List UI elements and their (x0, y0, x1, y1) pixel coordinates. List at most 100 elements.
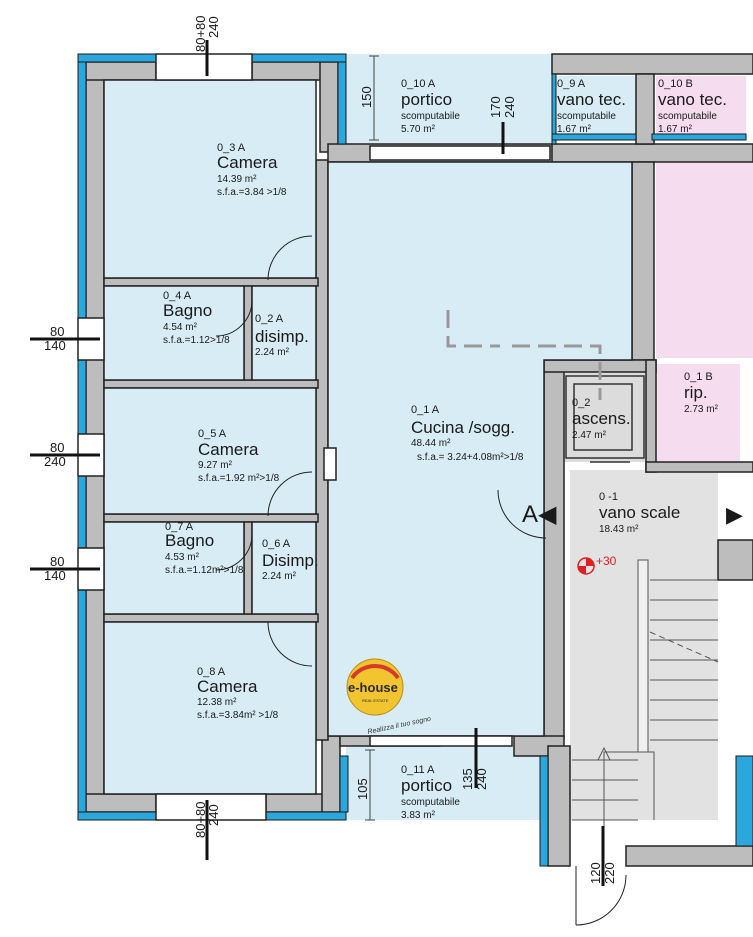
dim-win3-2: 140 (44, 568, 66, 583)
svg-text:4.53 m²: 4.53 m² (165, 552, 200, 563)
label-0_6A: 0_6 A Disimp. 2.24 m² (262, 538, 319, 582)
storage-fill (656, 364, 740, 462)
svg-text:9.27 m²: 9.27 m² (198, 460, 233, 471)
room-0_2A (251, 285, 317, 381)
svg-text:0_1 B: 0_1 B (684, 371, 713, 383)
svg-text:scomputabile: scomputabile (401, 111, 460, 122)
svg-text:2.24 m²: 2.24 m² (255, 347, 290, 358)
insul-stair-e (735, 755, 753, 847)
svg-text:2.24 m²: 2.24 m² (262, 571, 297, 582)
outer-wall-south-west (85, 793, 157, 813)
label-0_4A: 0_4 A Bagno 4.54 m² s.f.a.=1.12>1/8 (163, 290, 230, 346)
label-0_3A: 0_3 A Camera 14.39 m² s.f.a.=3.84 >1/8 (217, 142, 287, 198)
insul-south-pier (339, 755, 349, 813)
pink-unit-fill (656, 162, 753, 358)
wall-lift-east (645, 359, 657, 473)
wall-stair-west (547, 745, 571, 867)
wall-north-east-pier (319, 61, 339, 153)
label-0_2A: 0_2 A disimp. 2.24 m² (255, 313, 309, 358)
svg-text:5.70 m²: 5.70 m² (401, 124, 436, 135)
svg-text:s.f.a.= 3.24+4.08m²>1/8: s.f.a.= 3.24+4.08m²>1/8 (417, 452, 524, 463)
door-swing-0_8A (267, 621, 313, 667)
insul-south-m (265, 811, 347, 821)
svg-text:Cucina /sogg.: Cucina /sogg. (411, 418, 515, 437)
svg-text:1.67 m²: 1.67 m² (557, 124, 592, 135)
logo-circle (346, 658, 404, 716)
svg-text:disimp.: disimp. (255, 327, 309, 346)
label-0_8A: 0_8 A Camera 12.38 m² s.f.a.=3.84m² >1/8 (197, 666, 279, 721)
svg-text:4.54 m²: 4.54 m² (163, 322, 198, 333)
svg-text:2.47 m²: 2.47 m² (572, 430, 607, 441)
wall-lift-west (543, 359, 565, 739)
level-marker: +30 (577, 554, 617, 575)
wall-north-east (551, 143, 753, 163)
svg-text:1.67 m²: 1.67 m² (658, 124, 693, 135)
insul-north-m (251, 53, 347, 63)
door-swing-0_3A (267, 235, 313, 281)
dim-porch-top-door-1: 170 (488, 96, 503, 118)
window-north (155, 53, 253, 81)
svg-text:0_1 A: 0_1 A (411, 404, 440, 416)
partition-4a-5a (103, 379, 319, 389)
dim-porch-bottom-door-2: 240 (474, 768, 489, 790)
svg-text:s.f.a.=3.84m² >1/8: s.f.a.=3.84m² >1/8 (197, 710, 279, 721)
lift-inner (573, 383, 633, 451)
wall-tech-top (551, 53, 753, 75)
label-0_10A: 0_10 A portico scomputabile 5.70 m² (401, 78, 460, 135)
partition-5a-7a (103, 513, 319, 523)
svg-text:vano scale: vano scale (599, 503, 680, 522)
door-swings (215, 235, 627, 926)
insul-tech-b (651, 133, 747, 141)
partition-7a-8a (103, 613, 319, 623)
dim-win1-2: 140 (44, 338, 66, 353)
svg-text:Disimp.: Disimp. (262, 551, 319, 570)
lift-detail (565, 375, 645, 463)
label-0_1A: 0_1 A Cucina /sogg. 48.44 m² s.f.a.= 3.2… (411, 404, 524, 463)
svg-text:0_5 A: 0_5 A (198, 428, 227, 440)
svg-text:s.f.a.=1.92 m²>1/8: s.f.a.=1.92 m²>1/8 (198, 473, 280, 484)
room-0_5A (103, 387, 317, 515)
door-swing-stair (497, 489, 547, 539)
svg-text:portico: portico (401, 90, 452, 109)
svg-text:Camera: Camera (197, 677, 258, 696)
svg-text:0_10 B: 0_10 B (658, 78, 693, 90)
door-swing-0_4A (215, 299, 253, 337)
door-swing-bottom (575, 874, 627, 926)
svg-text:48.44 m²: 48.44 m² (411, 438, 451, 449)
wall-storage-south (645, 461, 753, 473)
wall-south-east-pier (321, 735, 341, 813)
svg-text:Bagno: Bagno (165, 531, 214, 550)
partition-bath-b (243, 521, 253, 615)
dim-bottom-door-2: 240 (206, 804, 221, 826)
svg-text:0 -1: 0 -1 (599, 491, 618, 503)
label-0_10B: 0_10 B vano tec. scomputabile 1.67 m² (658, 78, 727, 135)
cabinet (323, 447, 337, 481)
partition-3a-4a (103, 277, 319, 287)
label-0_-1: 0 -1 vano scale 18.43 m² (599, 491, 680, 535)
rooms (103, 79, 633, 795)
svg-text:0_2 A: 0_2 A (255, 313, 284, 325)
stair-well (637, 559, 649, 753)
svg-text:3.83 m²: 3.83 m² (401, 810, 436, 821)
dim-porch-bottom: 105 (355, 778, 370, 800)
dim-win3-1: 80 (50, 554, 64, 569)
svg-text:Bagno: Bagno (163, 301, 212, 320)
svg-text:ascens.: ascens. (572, 409, 631, 428)
dim-win1-1: 80 (50, 324, 64, 339)
dim-porch-top: 150 (359, 86, 374, 108)
insul-tech-a (551, 73, 557, 145)
partition-bath-a (243, 285, 253, 381)
svg-text:Camera: Camera (217, 153, 278, 172)
svg-text:0_2: 0_2 (572, 397, 590, 409)
level-value: +30 (596, 554, 617, 568)
logo-sub: REAL ESTATE (362, 698, 389, 703)
svg-text:vano tec.: vano tec. (557, 90, 626, 109)
section-mark-right: ▶ (726, 502, 743, 527)
dimension-labels: 80+80 240 150 170 240 80 140 80 240 80 1… (44, 15, 617, 884)
svg-text:0_4 A: 0_4 A (163, 290, 192, 302)
svg-text:scomputabile: scomputabile (401, 797, 460, 808)
svg-text:0_11 A: 0_11 A (401, 764, 435, 776)
outer-wall-north-west (85, 61, 157, 81)
room-0_8A (103, 621, 317, 795)
